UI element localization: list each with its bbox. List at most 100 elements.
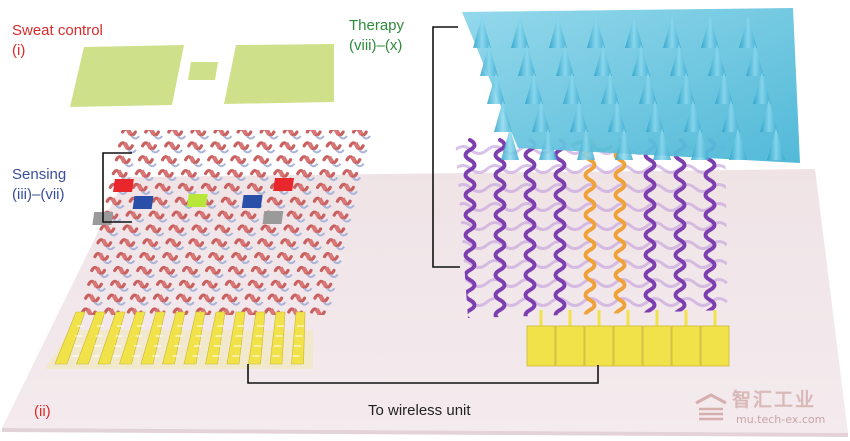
microneedle-cone [663, 16, 681, 48]
serpentine-node [156, 197, 164, 205]
microneedle-cone [511, 16, 529, 48]
interconnect-trace [262, 163, 273, 168]
serpentine-node [246, 308, 253, 315]
interconnect-trace [270, 232, 280, 237]
interconnect-trace [345, 204, 355, 209]
interconnect-trace [155, 232, 165, 237]
serpentine-node [314, 308, 322, 315]
serpentine-node [104, 225, 112, 233]
interconnect-trace [125, 259, 136, 265]
interconnect-trace [286, 259, 296, 265]
microneedle-cone [587, 16, 605, 48]
interconnect-trace [296, 218, 306, 223]
interconnect-trace [285, 163, 296, 168]
serpentine-node [297, 183, 305, 191]
serpentine-node [310, 130, 318, 136]
red-sensor-pad-2 [273, 178, 294, 191]
interconnect-trace [358, 149, 368, 154]
serpentine-node [239, 238, 246, 247]
serpentine-node [182, 183, 190, 191]
interconnect-trace [246, 135, 256, 140]
heater-column-purple [673, 138, 687, 318]
microneedle-cone [708, 44, 726, 76]
interconnect-trace [227, 218, 237, 223]
serpentine-node [271, 197, 279, 205]
serpentine-node [219, 225, 227, 233]
serpentine-node [281, 252, 289, 261]
interconnect-trace [194, 259, 204, 265]
contact-pad [555, 325, 585, 367]
microneedle-cone [767, 128, 785, 160]
serpentine-node [277, 169, 285, 178]
serpentine-node [229, 280, 237, 288]
serpentine-node [180, 294, 188, 302]
interconnect-trace [210, 190, 220, 195]
serpentine-node [327, 155, 335, 164]
serpentine-node [116, 169, 124, 178]
serpentine-node [160, 280, 168, 288]
serpentine-node [206, 280, 214, 288]
serpentine-node [350, 155, 358, 164]
interconnect-trace [266, 149, 276, 154]
substrate-index: (ii) [34, 403, 51, 420]
heater-column-purple [643, 138, 657, 318]
interconnect-trace [135, 218, 145, 223]
serpentine-node [317, 197, 325, 205]
microneedle-cone [753, 72, 771, 104]
serpentine-node [275, 280, 283, 288]
serpentine-node [203, 294, 211, 302]
interconnect-trace [289, 246, 300, 251]
serpentine-node [166, 252, 174, 261]
interconnect-trace [335, 246, 345, 251]
serpentine-node [242, 225, 250, 233]
serpentine-node [139, 169, 147, 178]
interconnect-trace [280, 287, 290, 292]
serpentine-node [228, 183, 236, 191]
interconnect-trace [254, 301, 264, 306]
heater-column-orange [613, 138, 627, 318]
interconnect-trace [165, 287, 175, 292]
serpentine-node [117, 266, 125, 275]
serpentine-node [321, 280, 329, 288]
interconnect-trace [234, 287, 244, 292]
microneedle-cone [556, 44, 574, 76]
interconnect-trace [217, 259, 227, 265]
serpentine-node [159, 183, 167, 191]
interconnect-trace [338, 135, 348, 140]
watermark-url: mu.tech-ex.com [736, 413, 826, 426]
microneedle-cone [715, 72, 733, 104]
microneedle-cone [746, 44, 764, 76]
interconnect-trace [102, 259, 113, 265]
serpentine-node [330, 141, 338, 150]
serpentine-node [91, 280, 99, 288]
microneedle-cone [501, 128, 519, 160]
sweat-control-index: (i) [12, 42, 26, 59]
interconnect-trace [164, 190, 174, 195]
microneedle-cone [646, 100, 664, 132]
serpentine-node [258, 252, 266, 261]
interconnect-trace [161, 204, 171, 209]
interconnect-trace [144, 176, 154, 182]
microneedle-cone [473, 16, 491, 48]
watermark: 智汇工业 mu.tech-ex.com [692, 383, 842, 435]
interconnect-trace [122, 273, 132, 278]
microneedle-cone [570, 100, 588, 132]
interconnect-trace [263, 259, 273, 265]
interconnect-trace [266, 246, 277, 251]
interconnect-trace [361, 135, 371, 140]
interconnect-trace [233, 190, 243, 195]
interconnect-trace [201, 232, 211, 237]
serpentine-node [142, 155, 150, 164]
interconnect-trace [348, 190, 358, 195]
interconnect-trace [342, 218, 352, 223]
interconnect-trace [332, 163, 342, 168]
therapy-bracket [432, 26, 460, 268]
microneedle-cone [625, 16, 643, 48]
serpentine-node [337, 211, 345, 219]
serpentine-node [188, 155, 196, 164]
interconnect-trace [127, 149, 137, 154]
contact-pad [700, 325, 730, 367]
serpentine-node [334, 225, 342, 233]
interconnect-trace [309, 259, 319, 265]
interconnect-trace [247, 232, 257, 237]
